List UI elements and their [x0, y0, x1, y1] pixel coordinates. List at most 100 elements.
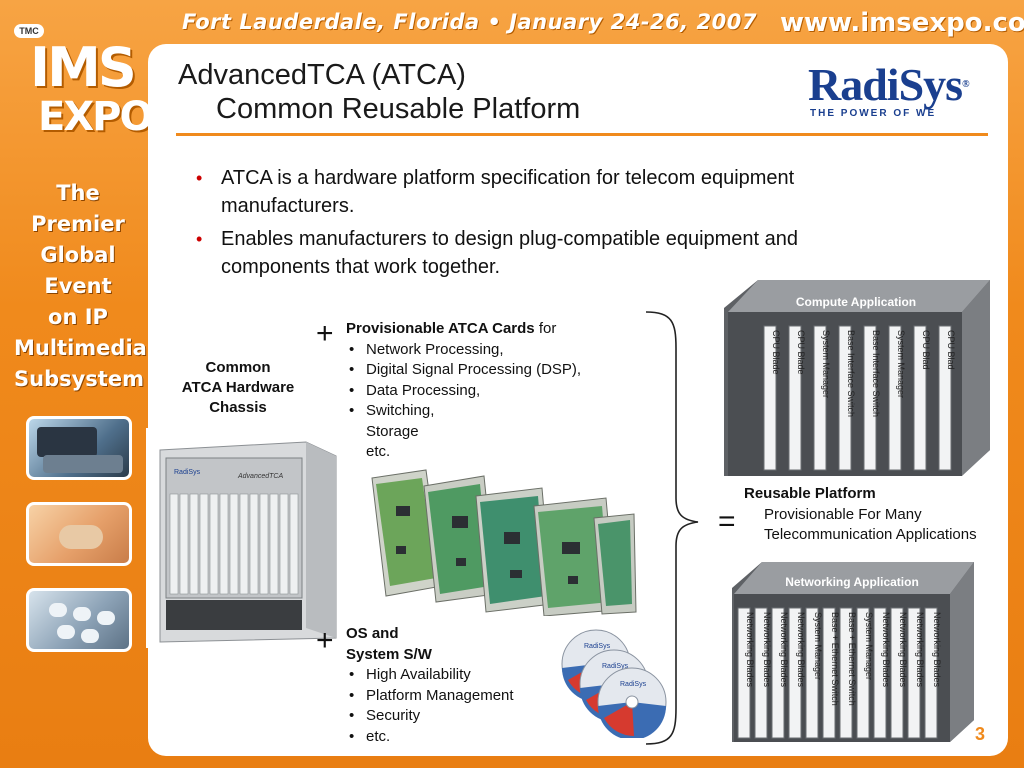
rack-blade-label: Networking Blades [779, 612, 789, 688]
rack-blade-label: Networking Blades [915, 612, 925, 688]
hands-phone-photo [26, 502, 132, 566]
rack-blade [873, 607, 887, 739]
atca-cards-image [371, 469, 637, 616]
rack-blade-label: CPU Blade [796, 330, 806, 375]
ims-expo-logo: IMS EXPO [30, 36, 153, 156]
tagline-line: on IP [48, 305, 108, 329]
cards-item: Digital Signal Processing (DSP), [346, 360, 581, 381]
tagline-line: The Premier [31, 181, 125, 236]
right-brace [645, 311, 699, 745]
compute-application-rack: Compute Application CPU Blade CPU Blade Sy… [724, 280, 990, 476]
rack-blade-label: System Manager [896, 330, 906, 398]
reusable-line: Telecommunication Applications [764, 526, 977, 543]
rack-blade-label: CPU Blad [921, 330, 931, 370]
cards-item: Switching, [346, 401, 581, 422]
tmc-logo: TMC [14, 24, 44, 38]
tagline-line: Global Event [40, 243, 116, 298]
chassis-label-line: ATCA Hardware [181, 379, 295, 396]
rack-blade [838, 325, 852, 471]
rack-blade [737, 607, 751, 739]
equals-sign: = [718, 505, 736, 538]
rack-blade [888, 325, 902, 471]
rack-blade [805, 607, 819, 739]
provisionable-cards: Provisionable ATCA Cards for Network Pro… [346, 319, 581, 463]
rack-blade [913, 325, 927, 471]
os-heading-line1: OS and [346, 625, 399, 642]
rack-blade-label: Networking Blades [881, 612, 891, 688]
rack-blade-label: Networking Blades [932, 612, 942, 688]
chassis-label-line: Chassis [209, 399, 267, 416]
rack-blade-label: Networking Blades [762, 612, 772, 688]
rack-blade-label: Base Interface Switch [846, 330, 856, 417]
os-item: High Availability [346, 665, 514, 686]
chassis-model: AdvancedTCA [237, 473, 283, 480]
reusable-platform: Reusable Platform Provisionable For Many… [744, 484, 977, 546]
os-item: Security [346, 706, 514, 727]
rack-blade [754, 607, 768, 739]
rack-blade-label: System Manager [864, 612, 874, 680]
rack-blade [856, 607, 870, 739]
cd-label: RadiSys [602, 663, 629, 670]
os-heading-line2: System S/W [346, 645, 432, 663]
title-divider [176, 133, 988, 136]
plus-sign-cards: + [316, 317, 334, 350]
networking-application-rack: Networking Application Networking Blades… [732, 562, 974, 742]
cards-item: Network Processing, [346, 340, 581, 361]
rack-blade [839, 607, 853, 739]
rack-blade [924, 607, 938, 739]
rack-blade [788, 325, 802, 471]
cards-heading-bold: Provisionable ATCA Cards [346, 320, 535, 337]
rack-blade-label: Networking Blades [796, 612, 806, 688]
compute-rack-title: Compute Application [796, 295, 916, 309]
page-number: 3 [975, 724, 986, 744]
cards-continuation: Storage [366, 422, 419, 440]
reusable-heading: Reusable Platform [744, 485, 876, 502]
rack-blade [763, 325, 777, 471]
radisys-slogan: THE POWER OF WE [810, 108, 937, 119]
mobile-keypad-photo [26, 588, 132, 652]
slide-title: AdvancedTCA (ATCA) Common Reusable Platf… [178, 58, 580, 126]
slide-title-line1: AdvancedTCA (ATCA) [178, 59, 466, 91]
rack-blade [771, 607, 785, 739]
intro-bullet: Enables manufacturers to design plug-com… [196, 225, 896, 281]
rack-blade [813, 325, 827, 471]
os-item: Platform Management [346, 686, 514, 707]
rack-blade [788, 607, 802, 739]
intro-bullet: ATCA is a hardware platform specificatio… [196, 164, 896, 220]
tagline-line: Subsystem [14, 367, 144, 391]
ims-logo-text: IMS [30, 36, 137, 99]
radisys-brand-name: RadiSys [808, 59, 963, 110]
event-banner: Fort Lauderdale, Florida • January 24-26… [182, 10, 757, 34]
rack-blade-label: CPU Blad [946, 330, 956, 370]
laptop-photo [26, 416, 132, 480]
chassis-label-line: Common [205, 359, 271, 376]
radisys-logo: RadiSys® THE POWER OF WE [808, 59, 970, 120]
network-rack-title: Networking Application [785, 575, 919, 589]
atca-chassis-image: RadiSys AdvancedTCA [146, 428, 340, 648]
rack-blade [938, 325, 952, 471]
tagline-line: Multimedia [14, 336, 147, 360]
rack-blade [822, 607, 836, 739]
cards-continuation: etc. [366, 443, 391, 460]
rack-blade-label: Networking Blades [898, 612, 908, 688]
rack-blade-label: Base + Ethernet Switch [847, 612, 857, 706]
intro-bullets: ATCA is a hardware platform specificatio… [196, 164, 896, 286]
event-url[interactable]: www.imsexpo.com [780, 8, 1024, 38]
rack-blade-label: System Manager [813, 612, 823, 680]
software-cds-image: RadiSys RadiSys RadiSys [561, 629, 667, 738]
cards-item: Data Processing, [346, 381, 581, 402]
rack-blade [907, 607, 921, 739]
rack-blade [890, 607, 904, 739]
reusable-line: Provisionable For Many [764, 505, 922, 523]
rack-blade-label: Networking Blades [745, 612, 755, 688]
rack-blade-label: Base + Ethernet Switch [830, 612, 840, 706]
cd-label: RadiSys [584, 643, 611, 650]
os-software: OS and System S/W High Availability Plat… [346, 624, 514, 747]
cards-heading-rest: for [534, 320, 557, 337]
expo-logo-text: EXPO [38, 94, 153, 140]
os-item: etc. [346, 727, 514, 748]
event-tagline: The Premier Global Event on IP Multimedi… [14, 178, 147, 395]
chassis-label: Common ATCA Hardware Chassis [172, 358, 304, 418]
cd-label: RadiSys [620, 681, 647, 688]
rack-blade-label: CPU Blade [771, 330, 781, 375]
